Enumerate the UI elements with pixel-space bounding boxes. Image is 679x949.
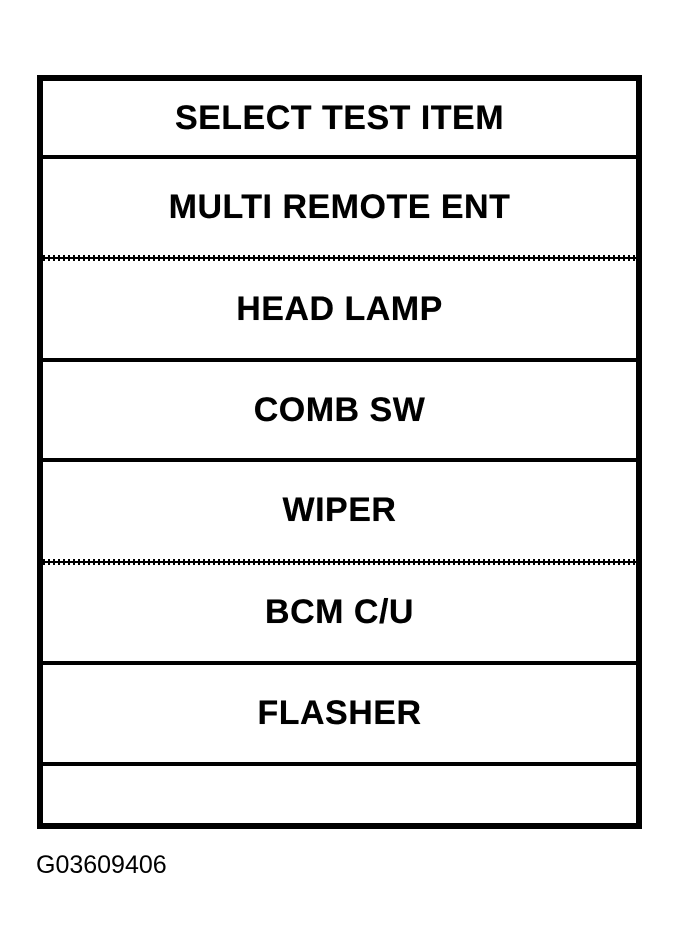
figure-id: G03609406 <box>36 851 167 879</box>
row-separator-solid <box>43 458 636 463</box>
row-separator-solid <box>43 357 636 362</box>
menu-item-label: WIPER <box>282 490 397 529</box>
row-separator-dotted <box>43 558 636 565</box>
menu-item-flasher[interactable]: FLASHER <box>43 665 636 761</box>
menu-item-label: HEAD LAMP <box>236 290 443 329</box>
menu-item-label: MULTI REMOTE ENT <box>168 187 511 226</box>
menu-item-bcm-cu[interactable]: BCM C/U <box>43 565 636 661</box>
menu-item-wiper[interactable]: WIPER <box>43 462 636 558</box>
row-separator-dotted <box>43 255 636 262</box>
menu-item-multi-remote-ent[interactable]: MULTI REMOTE ENT <box>43 159 636 255</box>
menu-item-label: BCM C/U <box>265 593 414 632</box>
row-separator-solid <box>43 155 636 159</box>
menu-title: SELECT TEST ITEM <box>174 98 505 137</box>
row-separator-solid <box>43 761 636 766</box>
menu-item-label: COMB SW <box>253 390 426 429</box>
menu-item-empty <box>43 766 636 823</box>
select-test-item-menu: SELECT TEST ITEM MULTI REMOTE ENT HEAD L… <box>37 75 642 829</box>
menu-item-label: FLASHER <box>257 693 422 732</box>
menu-item-comb-sw[interactable]: COMB SW <box>43 362 636 458</box>
menu-item-head-lamp[interactable]: HEAD LAMP <box>43 261 636 357</box>
menu-title-row: SELECT TEST ITEM <box>43 81 636 155</box>
row-separator-solid <box>43 661 636 666</box>
